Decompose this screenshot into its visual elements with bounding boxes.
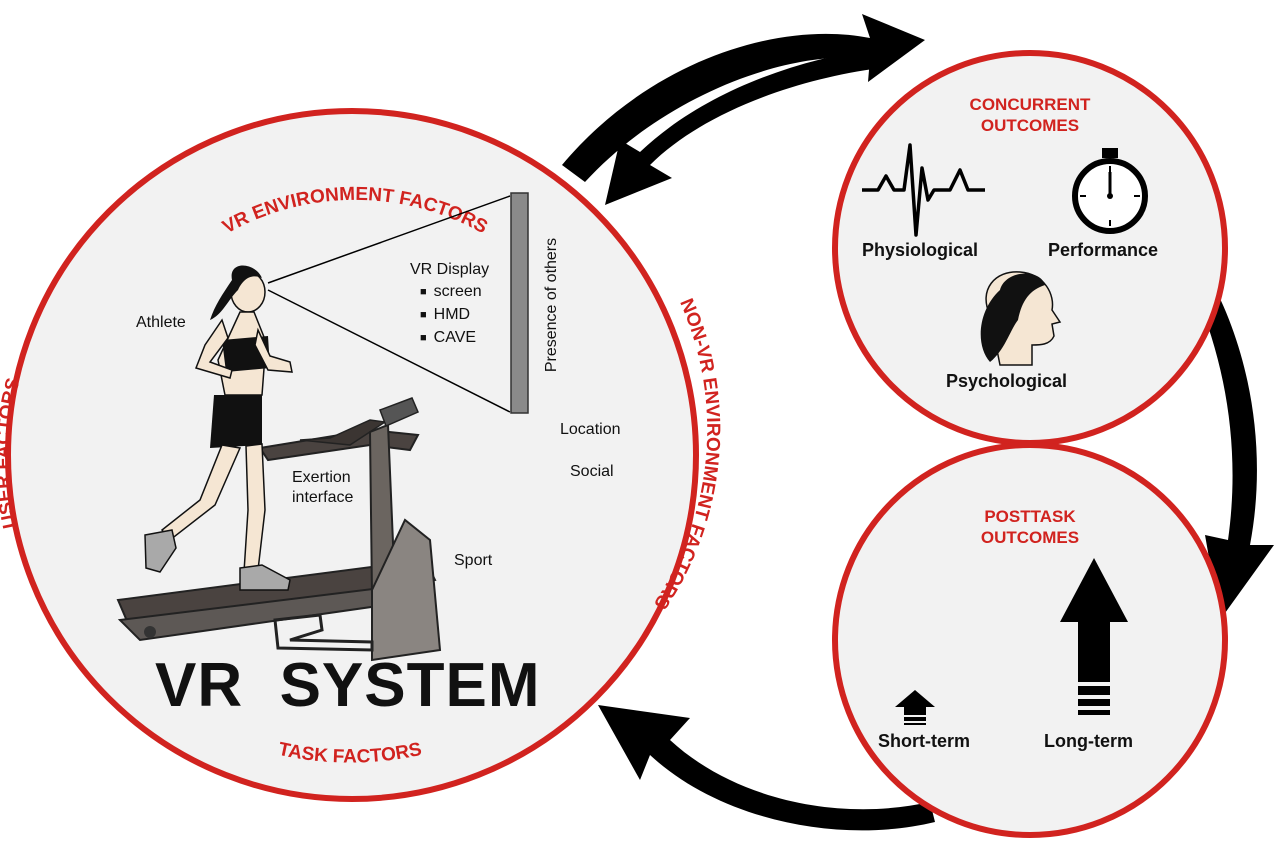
location-label: Location bbox=[560, 421, 621, 438]
arrow-posttask-to-system bbox=[598, 705, 935, 831]
physiological-label: Physiological bbox=[862, 240, 979, 260]
display-option-hmd: HMD bbox=[420, 304, 482, 327]
arrow-system-to-concurrent bbox=[562, 14, 925, 182]
head-profile-icon bbox=[980, 271, 1062, 366]
short-term-label: Short-term bbox=[878, 731, 971, 751]
social-label: Social bbox=[570, 463, 614, 480]
posttask-heading: POSTTASK OUTCOMES bbox=[930, 506, 1130, 548]
arrow-concurrent-to-posttask bbox=[1195, 275, 1274, 620]
presence-of-others-label: Presence of others bbox=[543, 237, 560, 373]
posttask-heading-line2: OUTCOMES bbox=[980, 528, 1080, 547]
treadmill-illustration bbox=[116, 397, 442, 662]
heartbeat-icon bbox=[862, 143, 985, 237]
display-option-cave: CAVE bbox=[420, 327, 482, 350]
stopwatch-icon bbox=[1072, 148, 1148, 234]
cycle-arrows bbox=[562, 14, 1274, 831]
concurrent-heading-line2: OUTCOMES bbox=[980, 116, 1080, 135]
long-term-label: Long-term bbox=[1044, 731, 1133, 751]
display-screen-panel bbox=[510, 192, 529, 414]
exertion-interface-label: Exertion interface bbox=[292, 468, 353, 508]
display-option-screen: screen bbox=[420, 281, 482, 304]
view-cone-bottom bbox=[267, 289, 511, 413]
long-term-arrow-icon bbox=[1060, 558, 1128, 715]
sport-label: Sport bbox=[454, 552, 493, 569]
concurrent-heading: CONCURRENT OUTCOMES bbox=[930, 94, 1130, 136]
exertion-label-line1: Exertion bbox=[292, 469, 351, 486]
short-term-arrow-icon bbox=[895, 690, 935, 725]
vr-display-label: VR Display bbox=[410, 261, 490, 278]
vr-display-options-list: screen HMD CAVE bbox=[420, 281, 482, 350]
exertion-label-line2: interface bbox=[292, 489, 354, 506]
concurrent-heading-line1: CONCURRENT bbox=[969, 95, 1091, 114]
arrow-concurrent-to-system bbox=[605, 48, 880, 205]
posttask-heading-line1: POSTTASK bbox=[984, 507, 1076, 526]
psychological-label: Psychological bbox=[946, 371, 1068, 391]
vr-system-title: VR SYSTEM bbox=[155, 651, 541, 720]
performance-label: Performance bbox=[1048, 240, 1159, 260]
view-cone-top bbox=[267, 195, 511, 284]
athlete-label: Athlete bbox=[136, 314, 186, 331]
athlete-figure bbox=[144, 265, 293, 591]
posttask-outcomes-circle bbox=[832, 442, 1228, 838]
